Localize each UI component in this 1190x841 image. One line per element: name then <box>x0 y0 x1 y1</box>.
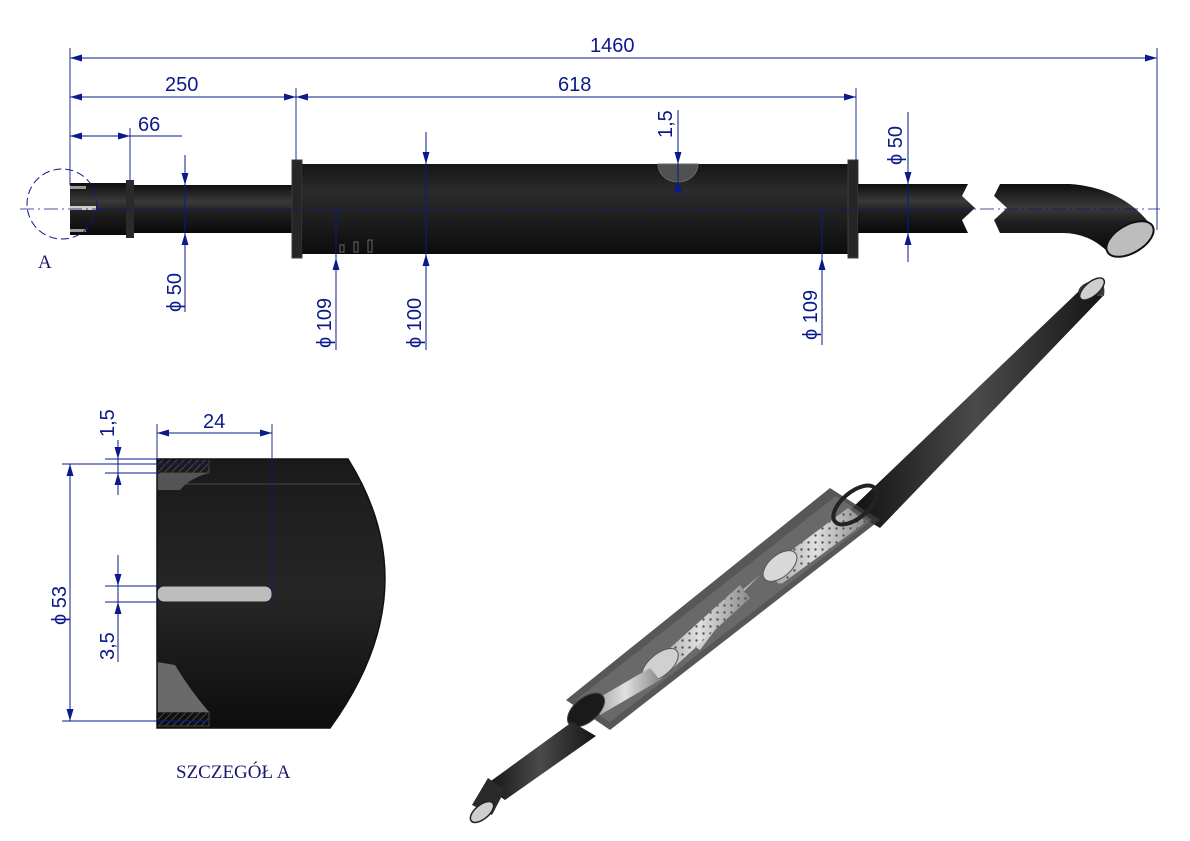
dim-slot-length: 24 <box>203 411 225 433</box>
dim-slot-width: 3,5 <box>97 632 119 660</box>
dim-body-dia: ϕ 100 <box>404 298 426 348</box>
inlet-slot <box>70 206 96 210</box>
dim-body-length: 618 <box>558 74 591 96</box>
dim-detail-diameter: ϕ 53 <box>49 586 71 625</box>
detail-marker-label: A <box>38 252 52 273</box>
dim-total-length: 1460 <box>590 35 635 57</box>
dim-detail-wall: 1,5 <box>97 409 119 437</box>
muffler-side-view <box>70 159 1155 259</box>
dim-wall-top: 1,5 <box>655 110 677 138</box>
detail-caption: SZCZEGÓŁ A <box>176 761 291 783</box>
dim-inlet-dia: ϕ 50 <box>164 273 186 312</box>
muffler-isometric-view <box>469 277 1106 824</box>
detail-slot <box>157 585 273 603</box>
dimensions: 1460 250 618 66 1,5 ϕ 50 ϕ 50 <box>69 35 1158 350</box>
outlet-pipe <box>858 184 975 233</box>
dim-flange-right: ϕ 109 <box>800 290 822 340</box>
detail-marker-circle <box>26 168 98 240</box>
detail-dimensions: 24 1,5 ϕ 53 3,5 <box>49 409 273 722</box>
detail-a-view <box>156 458 386 729</box>
dim-outlet-dia: ϕ 50 <box>885 126 907 165</box>
dim-inlet-length: 250 <box>165 74 198 96</box>
dim-flange-left: ϕ 109 <box>314 298 336 348</box>
dim-inlet-spigot: 66 <box>138 114 160 136</box>
outlet-elbow <box>994 184 1150 252</box>
outlet-opening <box>1105 220 1155 258</box>
